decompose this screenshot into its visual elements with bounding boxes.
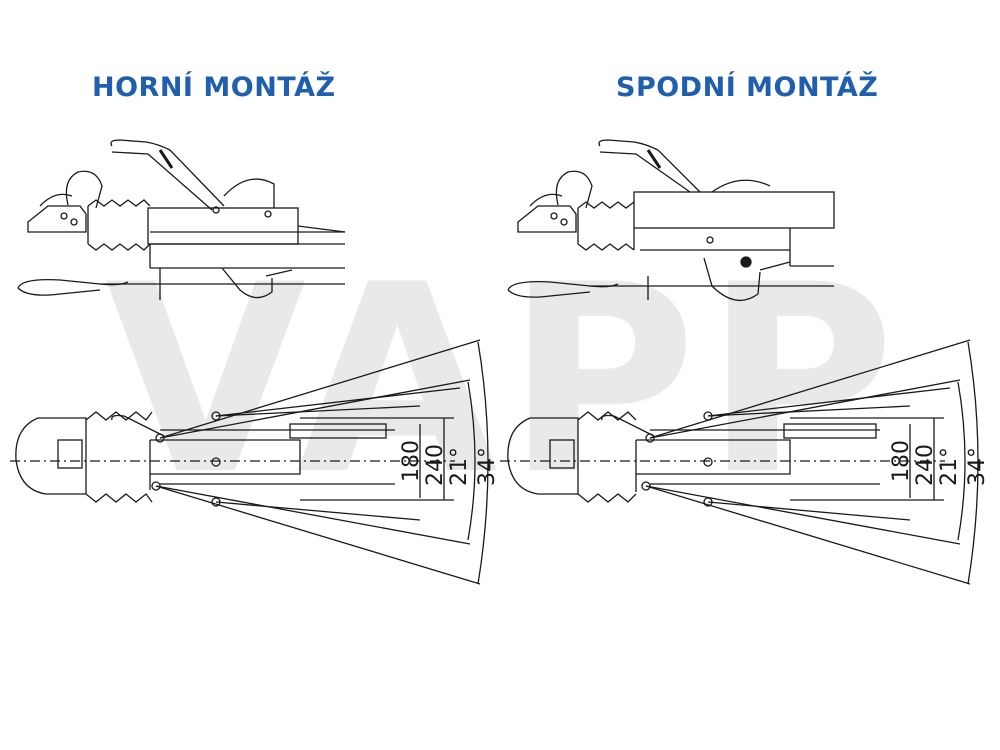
left-top-view xyxy=(10,339,489,585)
right-side-view xyxy=(507,139,835,302)
left-dim-180: 180 xyxy=(399,440,424,482)
right-dim-180: 180 xyxy=(889,440,914,482)
watermark-logo: VAPP xyxy=(105,230,903,532)
right-dim-240: 240 xyxy=(913,444,938,486)
left-angle-34: 34° xyxy=(475,447,500,486)
right-top-view xyxy=(500,339,979,585)
right-angle-34: 34° xyxy=(965,447,990,486)
left-dim-240: 240 xyxy=(423,444,448,486)
left-angle-21: 21° xyxy=(447,447,472,486)
right-angle-21: 21° xyxy=(937,447,962,486)
left-side-view xyxy=(17,139,346,300)
panel-title-bottom-mount: SPODNÍ MONTÁŽ xyxy=(616,72,879,103)
panel-title-top-mount: HORNÍ MONTÁŽ xyxy=(92,72,336,103)
